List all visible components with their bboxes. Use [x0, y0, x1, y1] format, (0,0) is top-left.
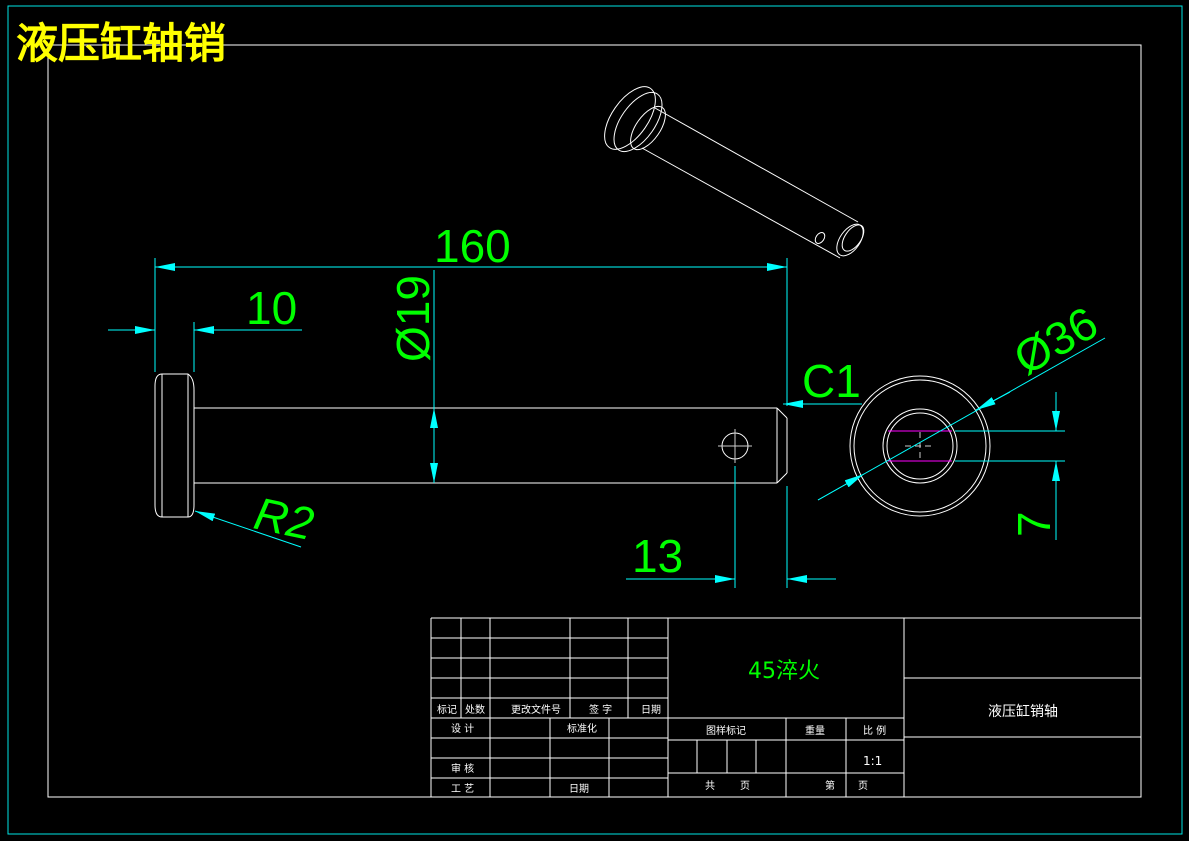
- dim-diameter: Ø19: [387, 275, 439, 362]
- label-review: 审 核: [451, 762, 474, 775]
- dimension-texts: 160 10 Ø19 C1 R2 13 Ø36 7: [246, 220, 1106, 582]
- dim-head: 10: [246, 282, 297, 334]
- drawing-title: 液压缸轴销: [16, 19, 226, 68]
- dim-radius: R2: [250, 487, 318, 550]
- label-count: 处数: [465, 703, 485, 716]
- title-block: [430, 617, 1141, 797]
- label-date2: 日期: [569, 783, 589, 795]
- outer-frame: [7, 5, 1183, 835]
- label-date: 日期: [641, 704, 661, 716]
- inner-frame: [47, 44, 1142, 798]
- label-page2: 页: [858, 780, 868, 792]
- label-sign: 签 字: [589, 703, 612, 716]
- label-mark: 标记: [437, 704, 457, 716]
- dimension-lines: [108, 258, 1106, 588]
- label-drawing-mark: 图样标记: [706, 724, 746, 737]
- label-ratio: 比 例: [863, 724, 886, 737]
- dim-length: 160: [434, 220, 511, 272]
- main-view: [154, 373, 788, 518]
- part-name-text: 液压缸销轴: [988, 703, 1058, 720]
- label-design: 设 计: [451, 722, 474, 735]
- material-text: 45淬火: [748, 659, 820, 684]
- dim-outer-diameter: Ø36: [1005, 296, 1106, 385]
- label-standard: 标准化: [567, 722, 597, 735]
- title-block-text: 45淬火 液压缸销轴 1:1 标记 处数 更改文件号 签 字 日期 设 计 标准…: [437, 659, 1058, 795]
- scale-value: 1:1: [863, 754, 882, 768]
- side-view: [849, 375, 991, 517]
- label-total: 共: [705, 780, 715, 792]
- isometric-view: [604, 86, 865, 259]
- label-page: 页: [740, 780, 750, 792]
- label-weight: 重量: [805, 724, 825, 737]
- dim-hole-offset: 13: [632, 530, 683, 582]
- dim-width: 7: [1008, 511, 1060, 537]
- label-doc-no: 更改文件号: [511, 703, 561, 716]
- label-process: 工 艺: [451, 783, 474, 795]
- label-sheet: 第: [825, 779, 835, 792]
- dim-chamfer: C1: [802, 355, 861, 407]
